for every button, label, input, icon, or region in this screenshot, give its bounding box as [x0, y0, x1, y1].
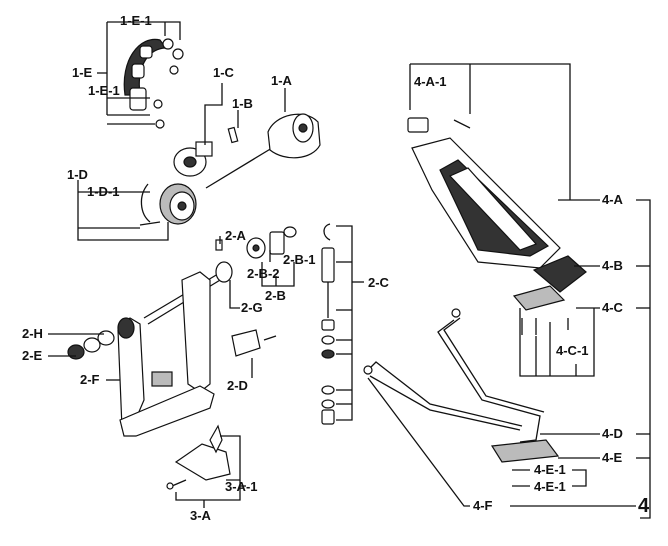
label-1-e-1-mid: 1-E-1: [88, 83, 120, 98]
chain-screw-1: [162, 38, 174, 50]
label-2-c: 2-C: [368, 275, 390, 290]
chain-screw-2: [172, 48, 184, 60]
spur-bracket-part: [174, 443, 231, 481]
bracket-part: [231, 329, 261, 357]
label-2-d: 2-D: [227, 378, 248, 393]
label-4-f: 4-F: [473, 498, 493, 513]
bolt-part: [269, 231, 285, 255]
chain-screw-3: [169, 65, 179, 75]
part-group-2: [48, 223, 364, 437]
chain-part: [123, 38, 168, 111]
small-screw-part: [215, 239, 223, 251]
label-4-d: 4-D: [602, 426, 623, 441]
label-4-a: 4-A: [602, 192, 624, 207]
part-group-3: [166, 424, 246, 508]
beater-part: [205, 113, 321, 189]
heel-plate-part: [532, 255, 587, 293]
spur-screw-part: [171, 479, 187, 487]
label-1-c: 1-C: [213, 65, 235, 80]
label-1-b: 1-B: [232, 96, 253, 111]
label-2-e: 2-E: [22, 348, 43, 363]
label-2-h: 2-H: [22, 326, 43, 341]
spring-assembly-part: [321, 223, 335, 425]
label-4-e-1-b: 4-E-1: [534, 479, 566, 494]
hinge-pin-part: [453, 119, 471, 129]
label-2-b: 2-B: [265, 288, 286, 303]
set-screw-part: [227, 126, 239, 144]
label-2-b-2: 2-B-2: [247, 266, 280, 281]
label-4-a-1: 4-A-1: [414, 74, 447, 89]
label-4-e: 4-E: [602, 450, 623, 465]
heel-bracket-part: [490, 439, 560, 463]
chain-screw-5: [155, 119, 165, 129]
label-1-d: 1-D: [67, 167, 88, 182]
washer-part-1: [97, 330, 115, 346]
label-4-e-1-a: 4-E-1: [534, 462, 566, 477]
label-4-b: 4-B: [602, 258, 623, 273]
pedal-frame-part: [117, 271, 215, 437]
part-group-4: [363, 63, 651, 519]
label-3-a-1: 3-A-1: [225, 479, 258, 494]
label-1-e-1-top: 1-E-1: [120, 13, 152, 28]
label-2-f: 2-F: [80, 372, 100, 387]
washer-part-2: [83, 337, 101, 353]
label-group-4: 4: [638, 495, 650, 517]
connecting-rod-part: [437, 319, 541, 443]
label-2-a: 2-A: [225, 228, 247, 243]
callout-labels: 1-E-1 1-E 1-E-1 1-C 1-A 1-B 1-D 1-D-1 4-…: [22, 13, 650, 523]
label-2-b-1: 2-B-1: [283, 252, 316, 267]
label-2-g: 2-G: [241, 300, 263, 315]
nut-part: [67, 344, 85, 360]
hinge-plate-part: [512, 285, 566, 311]
hinge-block-part: [407, 117, 429, 133]
chain-screw-4: [153, 99, 163, 109]
part-group-1: [77, 21, 321, 241]
label-1-a: 1-A: [271, 73, 293, 88]
label-1-d-1: 1-D-1: [87, 184, 120, 199]
footboard-part: [411, 137, 561, 269]
label-4-c-1: 4-C-1: [556, 343, 589, 358]
label-1-e: 1-E: [72, 65, 93, 80]
label-3-a: 3-A: [190, 508, 212, 523]
beater-hub-part: [139, 183, 197, 226]
label-4-c: 4-C: [602, 300, 624, 315]
sprocket-cam-part: [173, 141, 213, 177]
